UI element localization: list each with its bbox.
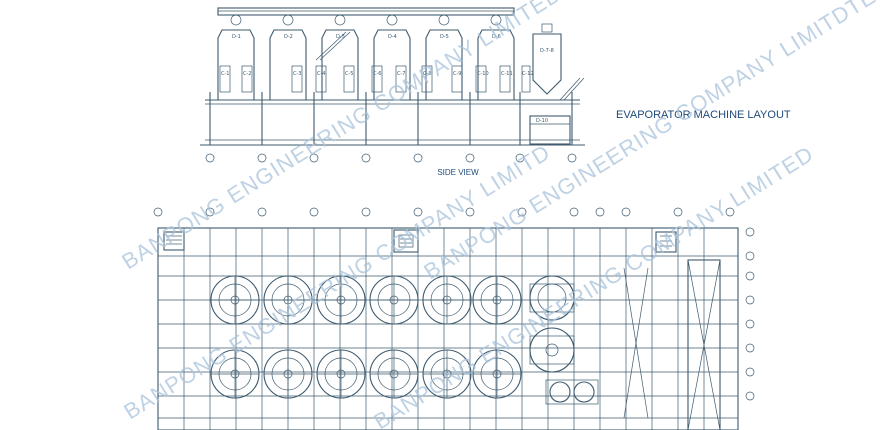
tank-label: D-4 — [388, 34, 397, 40]
top-beam — [217, 7, 515, 16]
heater-label: C-9 — [453, 71, 461, 77]
side-stairs — [315, 31, 585, 101]
plan-grid-markers-right — [745, 227, 755, 401]
evaporator-tank — [369, 275, 419, 325]
evaporator-tank — [422, 275, 472, 325]
watermark: BANPONG ENGINEERING COMPANY LIMITED — [369, 141, 818, 430]
tank-d7-8: D-7-8 — [532, 23, 562, 95]
evaporator-tank — [263, 275, 313, 325]
heater-label: C-12 — [522, 71, 534, 77]
heater-label: C-1 — [221, 71, 229, 77]
evaporator-tank-row-2 — [210, 349, 522, 399]
plan-view — [153, 207, 755, 430]
tank-d6: D-6 — [477, 14, 515, 101]
tank-label: D-7-8 — [540, 48, 554, 54]
heater-label: C-3 — [293, 71, 301, 77]
evaporator-tank — [263, 349, 313, 399]
evaporator-tank — [422, 349, 472, 399]
plan-grid-markers-top — [153, 207, 735, 217]
plan-tower — [623, 259, 721, 430]
side-frame — [200, 92, 585, 146]
tank-label: D-6 — [492, 34, 501, 40]
watermark: BANPONG ENGINEERING COMPANY LIMITD — [119, 139, 554, 424]
evaporator-tank — [210, 349, 260, 399]
tank-d1: D-1 — [217, 14, 255, 101]
tank-d5: D-5 — [425, 14, 463, 101]
heater-label: C-2 — [243, 71, 251, 77]
tank-label: D-1 — [232, 34, 241, 40]
evaporator-tank — [369, 349, 419, 399]
evaporator-tank — [472, 349, 522, 399]
plan-stairs-right — [655, 231, 677, 253]
watermarks: BANPONG ENGINEERING COMPANY LIMITED BANP… — [117, 0, 890, 430]
page-title: EVAPORATOR MACHINE LAYOUT — [616, 109, 791, 121]
evaporator-tank — [316, 349, 366, 399]
heater-label: C-6 — [373, 71, 381, 77]
plan-outline — [157, 227, 739, 430]
tank-label: D-5 — [440, 34, 449, 40]
side-grid-markers — [205, 153, 577, 163]
evaporator-tank-row-1 — [210, 275, 522, 325]
heater-label: C-5 — [345, 71, 353, 77]
evaporator-tank — [316, 275, 366, 325]
evaporator-tank — [472, 275, 522, 325]
heater-label: C-11 — [501, 71, 513, 77]
heater-label: C-4 — [317, 71, 325, 77]
side-view-label: SIDE VIEW — [437, 168, 479, 177]
heater-label: C-8 — [423, 71, 431, 77]
tank-d3: D-3 — [321, 14, 359, 101]
heater-label: C-7 — [397, 71, 405, 77]
tank-d10: D-10 — [529, 115, 571, 145]
evaporator-tank — [210, 275, 260, 325]
tank-d4: D-4 — [373, 14, 411, 101]
right-equipment — [529, 275, 599, 405]
tank-d2: D-2 — [269, 14, 307, 101]
tank-label: D-10 — [536, 118, 548, 124]
heater-label: C-10 — [477, 71, 489, 77]
tank-label: D-2 — [284, 34, 293, 40]
heaters: C-1 C-2 C-3 C-4 C-5 C-6 C-7 C-8 C-9 C-10… — [219, 65, 534, 93]
side-view: D-1 D-2 D-3 D-4 D-5 D-6 — [200, 7, 585, 177]
plan-stairs-mid — [393, 229, 419, 253]
plan-stairs-left — [163, 231, 185, 251]
